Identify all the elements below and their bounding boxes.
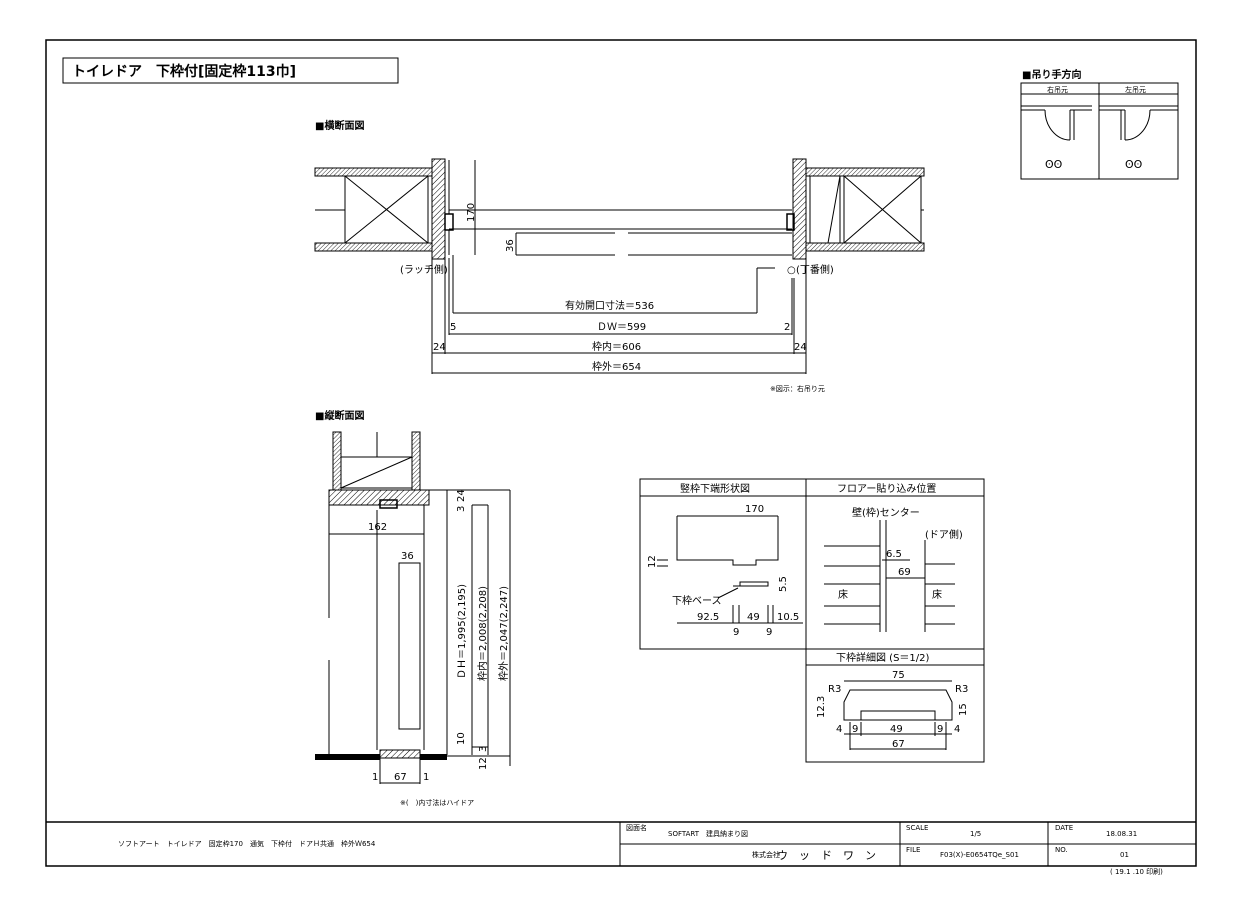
no-label: NO. xyxy=(1055,846,1068,854)
dh-dim: ＤＨ＝1,995(2,195) xyxy=(457,584,468,679)
file-value: F03(X)-E0654TQe_S01 xyxy=(940,851,1019,859)
frame-bottom-dim-9b: 9 xyxy=(766,627,772,638)
floor-right-label: 床 xyxy=(932,588,942,601)
sill-dim-9a: 9 xyxy=(852,724,858,735)
section-dim-3: 3 xyxy=(456,506,467,512)
floor-heading: フロアー貼り込み位置 xyxy=(837,482,936,495)
section-dim-10: 10 xyxy=(456,732,467,745)
inner-width-dim: 枠内＝606 xyxy=(592,340,641,353)
frame-bottom-detail: 竪枠下端形状図 170 12 5.5 下枠ベース 92.5 49 10.5 9 … xyxy=(639,478,807,650)
outer-width-dim: 枠外＝654 xyxy=(592,360,641,373)
section-dim-36: 36 xyxy=(401,551,414,562)
sill-dim-75: 75 xyxy=(892,670,905,681)
plan-heading: ■横断面図 xyxy=(315,119,364,132)
plan-dim-36: 36 xyxy=(505,239,516,252)
floor-position-detail: フロアー貼り込み位置 壁(枠)センター (ドア側) 6.5 69 床 床 xyxy=(805,478,985,650)
vertical-section: ■縦断面図 162 36 3 24 ＤＨ＝1,995(2,195) 枠内＝2,0… xyxy=(315,409,511,807)
swing-left-label: 左吊元 xyxy=(1125,85,1146,94)
floor-dim-69: 69 xyxy=(898,567,911,578)
sill-r3-left: R3 xyxy=(828,684,841,695)
section-dim-67: 67 xyxy=(394,772,407,783)
section-dim-24: 24 xyxy=(456,489,467,502)
effective-opening-dim: 有効開口寸法＝536 xyxy=(565,299,654,312)
dw-dim: ＤＷ＝599 xyxy=(597,322,646,333)
frame-bottom-dim-49: 49 xyxy=(747,612,760,623)
swing-heading: ■吊り手方向 xyxy=(1022,68,1081,81)
floor-dim-6-5: 6.5 xyxy=(886,549,902,560)
no-value: 01 xyxy=(1120,851,1129,859)
frame-bottom-dim-12: 12 xyxy=(647,555,658,568)
sill-dim-12-3: 12.3 xyxy=(816,696,827,718)
hinge-icon: ○ xyxy=(787,265,796,276)
door-side-label: (ドア側) xyxy=(925,528,963,541)
sill-dim-4a: 4 xyxy=(836,724,842,735)
plan-note: ※図示：右吊り元 xyxy=(770,384,825,393)
section-dim-1-left: 1 xyxy=(372,772,378,783)
sill-base-label: 下枠ベース xyxy=(672,594,722,607)
section-outer-dim: 枠外＝2,047(2,247) xyxy=(497,586,510,681)
plan-dim-24-right: 24 xyxy=(794,342,807,353)
wall-center-label: 壁(枠)センター xyxy=(852,506,920,519)
date-value: 18.08.31 xyxy=(1106,830,1137,838)
sill-dim-67: 67 xyxy=(892,739,905,750)
section-dim-12: 12 xyxy=(478,757,489,770)
swing-direction: ■吊り手方向 右吊元 左吊元 ʘʘ ʘʘ xyxy=(1020,68,1179,180)
drawing-description: ソフトアート トイレドア 固定枠170 通気 下枠付 ドアＨ共通 枠外Ｗ654 xyxy=(118,839,376,848)
title-box: トイレドア 下枠付[固定枠113巾] xyxy=(62,57,399,84)
section-dim-1-right: 1 xyxy=(423,772,429,783)
section-inner-dim: 枠内＝2,008(2,208) xyxy=(476,586,489,681)
sill-r3-right: R3 xyxy=(955,684,968,695)
sill-detail-heading: 下枠詳細図 (S＝1/2) xyxy=(836,651,930,664)
frame-bottom-dim-5-5: 5.5 xyxy=(778,576,789,592)
sill-dim-15: 15 xyxy=(958,703,969,716)
sill-dim-4b: 4 xyxy=(954,724,960,735)
plan-section: ■横断面図 170 36 (ラッチ側) xyxy=(314,119,925,393)
sheet-border xyxy=(45,39,1197,867)
plan-dim-2: 2 xyxy=(784,322,790,333)
frame-bottom-dim-92-5: 92.5 xyxy=(697,612,719,623)
frame-bottom-dim-170: 170 xyxy=(745,504,764,515)
frame-bottom-dim-9a: 9 xyxy=(733,627,739,638)
file-label: FILE xyxy=(906,846,920,854)
section-note: ※( )内寸法はハイドア xyxy=(400,798,474,807)
company-name: ウ ッ ド ワ ン xyxy=(777,849,876,862)
frame-bottom-dim-10-5: 10.5 xyxy=(777,612,799,623)
plan-dim-5: 5 xyxy=(450,322,456,333)
frame-bottom-heading: 竪枠下端形状図 xyxy=(680,482,750,495)
print-date: ( 19.1 .10 印刷) xyxy=(1110,868,1163,876)
date-label: DATE xyxy=(1055,824,1073,832)
plan-dim-170: 170 xyxy=(466,203,477,222)
sill-detail: 下枠詳細図 (S＝1/2) 75 R3 R3 12.3 15 4 9 49 9 … xyxy=(805,648,985,763)
section-dim-162: 162 xyxy=(368,522,387,533)
section-heading: ■縦断面図 xyxy=(315,409,364,422)
plan-dim-24-left: 24 xyxy=(433,342,446,353)
scale-label: SCALE xyxy=(906,824,928,832)
drawing-name: SOFTART 建具納まり図 xyxy=(668,829,748,838)
footprints-icon: ʘʘ xyxy=(1045,158,1063,171)
scale-value: 1/5 xyxy=(970,830,981,838)
hinge-side-label: (丁番側) xyxy=(796,263,834,276)
drawing-name-label: 図面名 xyxy=(626,823,647,832)
sill-dim-49: 49 xyxy=(890,724,903,735)
latch-side-label: (ラッチ側) xyxy=(400,263,448,276)
section-dim-3b: 3 xyxy=(478,746,489,752)
company-label: 株式会社 xyxy=(752,850,780,859)
floor-left-label: 床 xyxy=(838,588,848,601)
sill-dim-9b: 9 xyxy=(937,724,943,735)
swing-right-label: 右吊元 xyxy=(1047,85,1068,94)
page-title: トイレドア 下枠付[固定枠113巾] xyxy=(72,63,296,80)
title-block: ソフトアート トイレドア 固定枠170 通気 下枠付 ドアＨ共通 枠外Ｗ654 … xyxy=(46,821,1196,876)
footprints-icon: ʘʘ xyxy=(1125,158,1143,171)
